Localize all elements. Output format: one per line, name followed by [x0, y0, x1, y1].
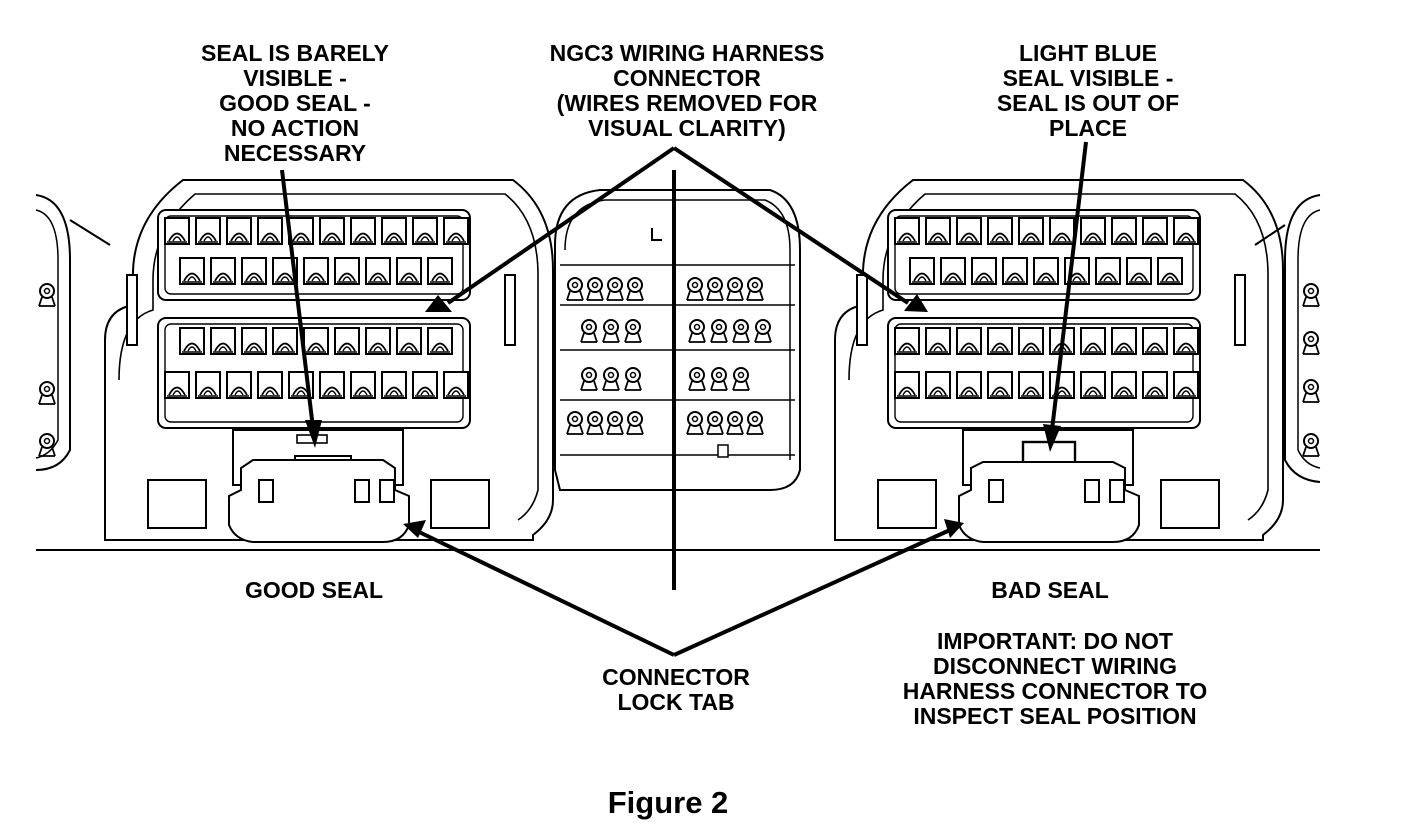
label-light-blue-seal: LIGHT BLUE SEAL VISIBLE - SEAL IS OUT OF…: [996, 40, 1180, 141]
far-left-connector: [35, 194, 111, 471]
label-good-seal: GOOD SEAL: [244, 577, 383, 603]
label-connector-lock-tab: CONNECTOR LOCK TAB: [602, 664, 750, 715]
figure-caption: Figure 2: [607, 785, 729, 820]
label-seal-barely-visible: SEAL IS BARELY VISIBLE - GOOD SEAL - NO …: [201, 40, 389, 166]
leader-lines: [280, 141, 1088, 657]
left-connector-good-seal: [104, 179, 554, 543]
middle-connector: [554, 189, 801, 491]
right-connector-bad-seal: [834, 179, 1284, 543]
label-important-note: IMPORTANT: DO NOT DISCONNECT WIRING HARN…: [902, 628, 1208, 729]
far-right-connector: [1254, 194, 1321, 483]
label-bad-seal: BAD SEAL: [991, 577, 1109, 603]
label-ngc3-connector: NGC3 WIRING HARNESS CONNECTOR (WIRES REM…: [549, 40, 825, 141]
